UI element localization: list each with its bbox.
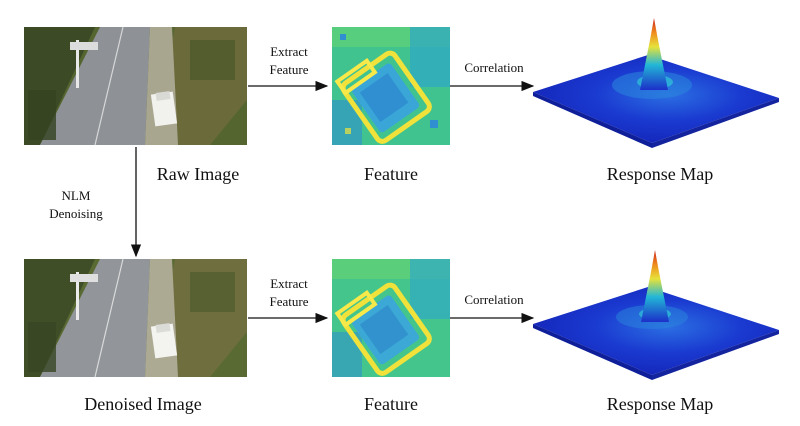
row-denoised: Denoised Image Extract Feature Feature C… xyxy=(24,250,779,414)
feature-map-denoised xyxy=(332,259,450,377)
feature-caption-denoised: Feature xyxy=(364,394,418,414)
feature-caption-raw: Feature xyxy=(364,164,418,184)
response-caption-raw: Response Map xyxy=(607,164,714,184)
raw-image xyxy=(24,26,247,146)
response-caption-denoised: Response Map xyxy=(607,394,714,414)
correlation-label-denoised: Correlation xyxy=(464,292,524,307)
response-map-raw xyxy=(533,18,779,148)
denoise-label-line1: NLM xyxy=(62,188,91,203)
extract-label-line1: Extract xyxy=(270,44,308,59)
response-map-denoised xyxy=(533,250,779,380)
extract-label-line1-denoised: Extract xyxy=(270,276,308,291)
denoised-image xyxy=(24,258,247,378)
extract-label-line2-denoised: Feature xyxy=(270,294,309,309)
feature-map-raw xyxy=(332,27,450,145)
denoise-label-line2: Denoising xyxy=(49,206,103,221)
raw-image-caption: Raw Image xyxy=(157,164,239,184)
denoised-image-caption: Denoised Image xyxy=(84,394,201,414)
correlation-label-raw: Correlation xyxy=(464,60,524,75)
extract-label-line2: Feature xyxy=(270,62,309,77)
row-raw: Raw Image Extract Feature Feature Correl… xyxy=(24,18,779,184)
